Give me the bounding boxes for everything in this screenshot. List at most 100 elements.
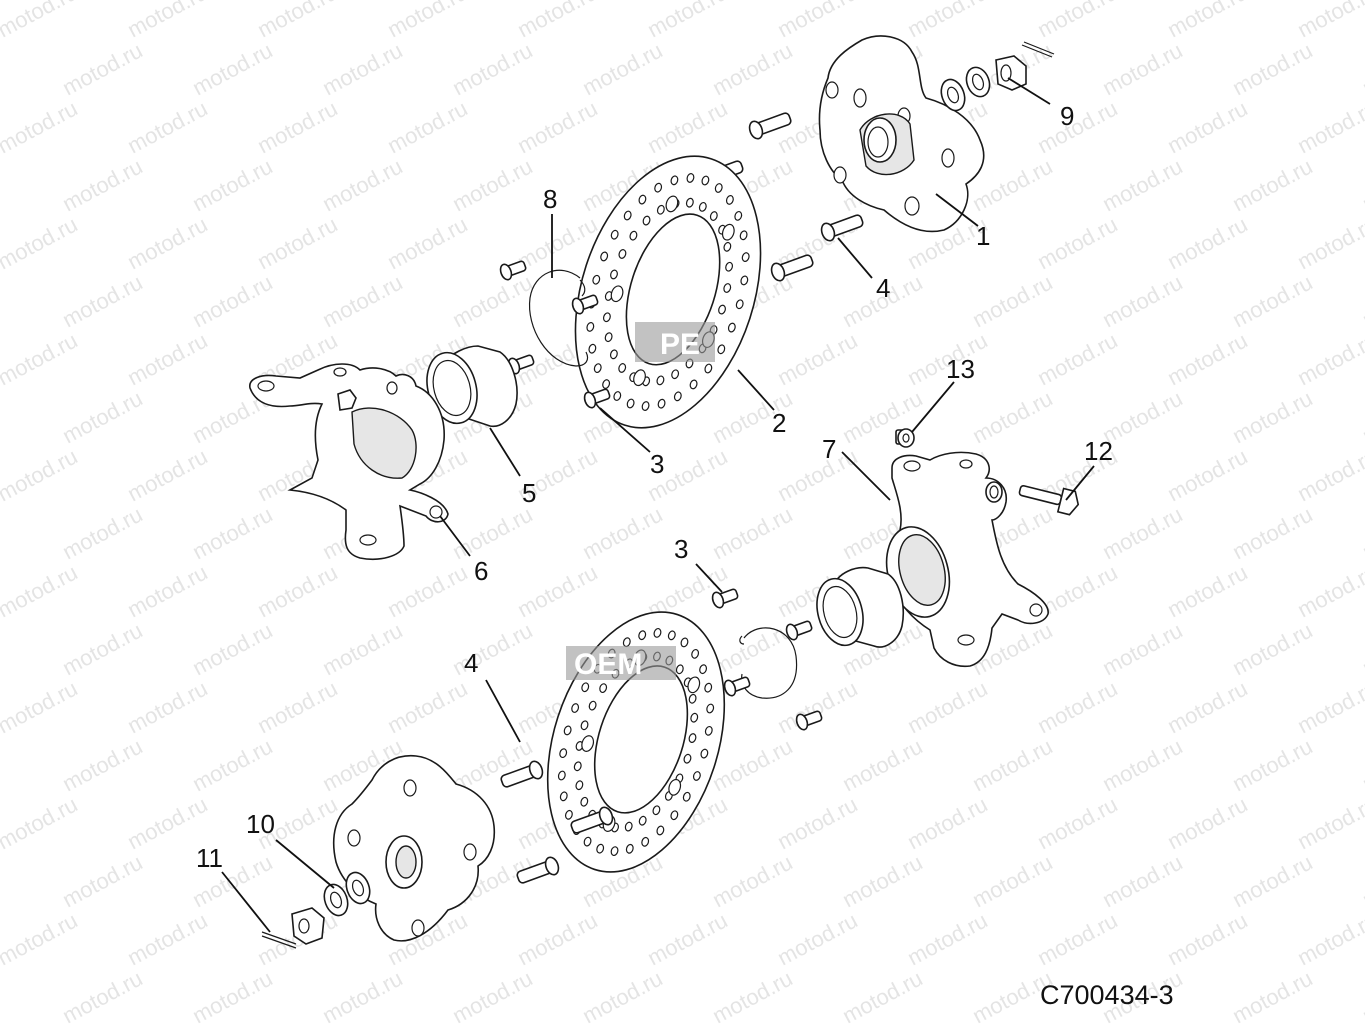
svg-text:motod.ru: motod.ru — [448, 270, 536, 333]
svg-text:motod.ru: motod.ru — [448, 618, 536, 681]
svg-text:motod.ru: motod.ru — [0, 908, 82, 971]
svg-text:motod.ru: motod.ru — [0, 328, 82, 391]
svg-text:motod.ru: motod.ru — [1228, 502, 1316, 565]
svg-text:motod.ru: motod.ru — [188, 154, 276, 217]
callout-2: 2 — [772, 408, 786, 438]
svg-text:motod.ru: motod.ru — [773, 444, 861, 507]
upper-washers — [940, 66, 991, 112]
svg-text:motod.ru: motod.ru — [188, 270, 276, 333]
callout-4-upper: 4 — [876, 273, 890, 303]
svg-text:motod.ru: motod.ru — [838, 850, 926, 913]
callout-7: 7 — [822, 434, 836, 464]
svg-text:motod.ru: motod.ru — [58, 502, 146, 565]
svg-text:motod.ru: motod.ru — [123, 908, 211, 971]
svg-text:motod.ru: motod.ru — [513, 908, 601, 971]
svg-text:motod.ru: motod.ru — [318, 270, 406, 333]
svg-text:motod.ru: motod.ru — [1228, 154, 1316, 217]
svg-text:motod.ru: motod.ru — [643, 0, 731, 42]
svg-text:motod.ru: motod.ru — [0, 792, 82, 855]
upper-disc-logo: PE — [635, 322, 715, 362]
svg-text:motod.ru: motod.ru — [1228, 38, 1316, 101]
svg-text:motod.ru: motod.ru — [1033, 908, 1121, 971]
svg-text:motod.ru: motod.ru — [1033, 676, 1121, 739]
svg-text:motod.ru: motod.ru — [513, 560, 601, 623]
leader-lines — [221, 77, 1095, 933]
svg-text:motod.ru: motod.ru — [448, 966, 536, 1024]
svg-text:motod.ru: motod.ru — [123, 328, 211, 391]
svg-text:motod.ru: motod.ru — [903, 676, 991, 739]
svg-text:motod.ru: motod.ru — [643, 96, 731, 159]
lower-brake-disc — [546, 611, 726, 873]
svg-text:motod.ru: motod.ru — [1293, 0, 1365, 42]
svg-text:motod.ru: motod.ru — [0, 676, 82, 739]
svg-text:motod.ru: motod.ru — [383, 96, 471, 159]
svg-text:motod.ru: motod.ru — [968, 850, 1056, 913]
svg-text:motod.ru: motod.ru — [58, 270, 146, 333]
svg-text:motod.ru: motod.ru — [318, 154, 406, 217]
lower-disc-screws — [711, 588, 823, 731]
svg-text:motod.ru: motod.ru — [58, 386, 146, 449]
svg-text:motod.ru: motod.ru — [253, 676, 341, 739]
svg-text:motod.ru: motod.ru — [188, 966, 276, 1024]
svg-text:motod.ru: motod.ru — [578, 502, 666, 565]
svg-text:motod.ru: motod.ru — [1098, 38, 1186, 101]
callout-9: 9 — [1060, 101, 1074, 131]
svg-text:motod.ru: motod.ru — [1098, 734, 1186, 797]
svg-text:motod.ru: motod.ru — [1163, 792, 1251, 855]
svg-text:motod.ru: motod.ru — [1163, 676, 1251, 739]
svg-text:motod.ru: motod.ru — [253, 212, 341, 275]
svg-text:motod.ru: motod.ru — [1163, 444, 1251, 507]
svg-text:motod.ru: motod.ru — [58, 966, 146, 1024]
svg-text:motod.ru: motod.ru — [1228, 734, 1316, 797]
svg-text:motod.ru: motod.ru — [773, 328, 861, 391]
svg-text:motod.ru: motod.ru — [123, 560, 211, 623]
svg-text:motod.ru: motod.ru — [123, 0, 211, 42]
svg-text:motod.ru: motod.ru — [188, 502, 276, 565]
svg-text:motod.ru: motod.ru — [123, 444, 211, 507]
svg-text:motod.ru: motod.ru — [1358, 734, 1365, 797]
callout-8: 8 — [543, 184, 557, 214]
svg-text:motod.ru: motod.ru — [1228, 966, 1316, 1024]
left-steering-knuckle-part-6 — [249, 363, 449, 561]
svg-text:motod.ru: motod.ru — [903, 0, 991, 42]
svg-text:motod.ru: motod.ru — [1228, 850, 1316, 913]
svg-text:motod.ru: motod.ru — [1358, 966, 1365, 1024]
svg-text:motod.ru: motod.ru — [0, 444, 82, 507]
svg-text:motod.ru: motod.ru — [1293, 676, 1365, 739]
svg-text:motod.ru: motod.ru — [513, 0, 601, 42]
svg-text:motod.ru: motod.ru — [1358, 618, 1365, 681]
svg-text:motod.ru: motod.ru — [1228, 270, 1316, 333]
plug-part-13 — [895, 428, 915, 448]
svg-text:motod.ru: motod.ru — [0, 212, 82, 275]
right-steering-knuckle-part-7 — [885, 451, 1049, 668]
upper-hub-part-1 — [818, 35, 985, 233]
svg-text:motod.ru: motod.ru — [773, 792, 861, 855]
svg-text:motod.ru: motod.ru — [383, 560, 471, 623]
svg-text:motod.ru: motod.ru — [1163, 0, 1251, 42]
svg-text:motod.ru: motod.ru — [383, 0, 471, 42]
svg-text:motod.ru: motod.ru — [0, 96, 82, 159]
svg-text:motod.ru: motod.ru — [58, 154, 146, 217]
callout-13: 13 — [946, 354, 975, 384]
figure-id: C700434-3 — [1040, 980, 1174, 1010]
svg-text:motod.ru: motod.ru — [253, 0, 341, 42]
lower-hub — [332, 755, 496, 942]
svg-text:motod.ru: motod.ru — [253, 560, 341, 623]
callout-4-lower: 4 — [464, 648, 478, 678]
upper-disc-screws — [499, 260, 611, 409]
svg-text:motod.ru: motod.ru — [1358, 850, 1365, 913]
svg-text:motod.ru: motod.ru — [1098, 154, 1186, 217]
svg-text:motod.ru: motod.ru — [123, 676, 211, 739]
svg-text:motod.ru: motod.ru — [1163, 96, 1251, 159]
callout-5: 5 — [522, 478, 536, 508]
svg-text:motod.ru: motod.ru — [383, 212, 471, 275]
svg-text:motod.ru: motod.ru — [1293, 792, 1365, 855]
callout-1: 1 — [976, 221, 990, 251]
svg-text:motod.ru: motod.ru — [708, 734, 796, 797]
svg-text:motod.ru: motod.ru — [708, 502, 796, 565]
svg-text:motod.ru: motod.ru — [1033, 328, 1121, 391]
svg-text:motod.ru: motod.ru — [1293, 96, 1365, 159]
svg-text:motod.ru: motod.ru — [838, 966, 926, 1024]
svg-text:motod.ru: motod.ru — [0, 0, 82, 42]
